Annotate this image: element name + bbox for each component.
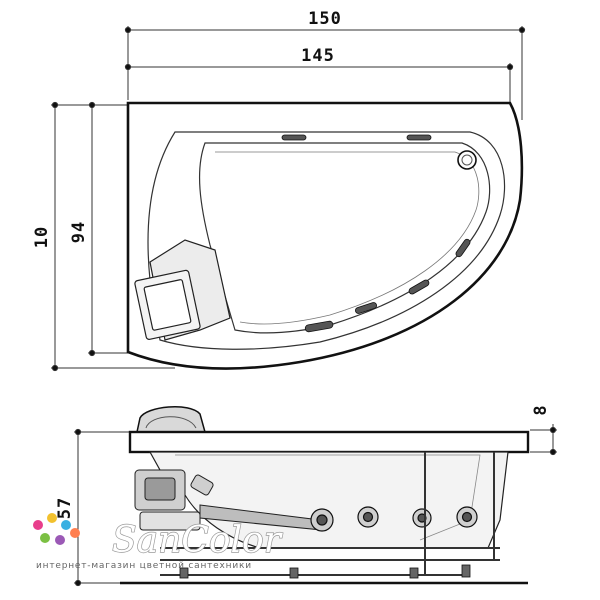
- depth-inner-dimension: [88, 101, 128, 357]
- jet-icon: [408, 279, 430, 295]
- side-rim: [128, 430, 530, 454]
- drain-icon: [457, 150, 477, 170]
- watermark-dot: [70, 528, 80, 538]
- height-label: 57: [55, 497, 75, 519]
- width-inner-label: 145: [301, 46, 335, 66]
- watermark-dot: [55, 535, 65, 545]
- depth-inner-label: 94: [69, 221, 89, 243]
- side-jets: [310, 506, 478, 532]
- frame-feet: [179, 564, 471, 579]
- tub-basin-inner-line: [215, 151, 480, 325]
- top-view: 150 145 10 94: [32, 9, 526, 372]
- watermark-dot: [40, 533, 50, 543]
- rim-thickness-dimension: [530, 424, 557, 456]
- width-outer-label: 150: [308, 9, 342, 29]
- watermark-brand: SanColor: [112, 520, 283, 561]
- tub-inner-shelf: [147, 131, 506, 350]
- rim-thickness-label: 8: [531, 404, 551, 415]
- watermark-dots: [33, 513, 80, 545]
- side-view: 57 8: [55, 404, 557, 587]
- jet-icon: [406, 134, 432, 141]
- jet-icon: [354, 302, 378, 314]
- watermark-dot: [33, 520, 43, 530]
- watermark: SanColor интернет-магазин цветной сантех…: [33, 513, 283, 571]
- height-dimension: [74, 428, 140, 587]
- top-jets: [281, 134, 471, 333]
- width-outer-dimension: [124, 26, 526, 120]
- headrest-block: [134, 239, 231, 341]
- jet-icon: [281, 134, 307, 141]
- tub-basin: [198, 142, 491, 334]
- pump-assembly: [134, 469, 323, 531]
- side-headrest: [136, 406, 206, 433]
- depth-outer-label: 10: [32, 226, 52, 248]
- watermark-tagline: интернет-магазин цветной сантехники: [36, 561, 252, 571]
- watermark-dot: [47, 513, 57, 523]
- jet-icon: [455, 238, 471, 258]
- watermark-dot: [61, 520, 71, 530]
- width-inner-dimension: [124, 63, 514, 108]
- jet-icon: [304, 320, 334, 333]
